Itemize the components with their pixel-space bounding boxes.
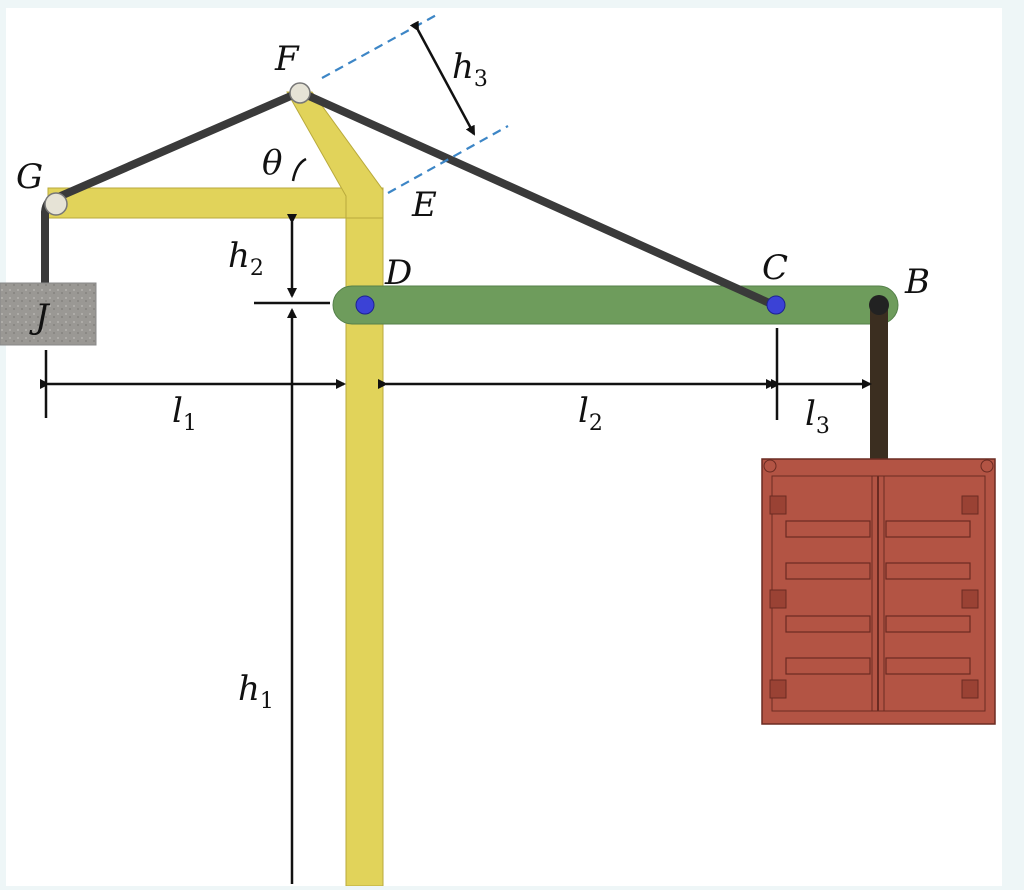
boom — [332, 285, 899, 325]
pulley-F — [289, 82, 311, 104]
label-l1: l1 — [172, 391, 197, 436]
pin-C — [766, 295, 786, 315]
label-theta: θ — [262, 143, 282, 183]
label-h2: h2 — [228, 236, 264, 281]
label-J: J — [29, 297, 51, 337]
label-l3: l3 — [805, 394, 830, 439]
label-G: G — [16, 157, 43, 197]
label-D: D — [384, 253, 412, 293]
label-h3: h3 — [452, 47, 488, 92]
label-E: E — [411, 185, 437, 225]
diagram-panel — [6, 8, 1002, 886]
pin-D — [355, 295, 375, 315]
hoist-rope — [870, 305, 888, 481]
dimension-lines — [40, 20, 872, 884]
pin-B — [869, 295, 889, 315]
shipping-container — [761, 458, 996, 725]
label-F: F — [274, 39, 300, 79]
label-h1: h1 — [238, 669, 274, 714]
label-B: B — [904, 262, 930, 302]
label-C: C — [762, 248, 788, 288]
pulley-G — [44, 192, 68, 216]
counterweight — [0, 282, 97, 346]
label-l2: l2 — [578, 391, 603, 436]
